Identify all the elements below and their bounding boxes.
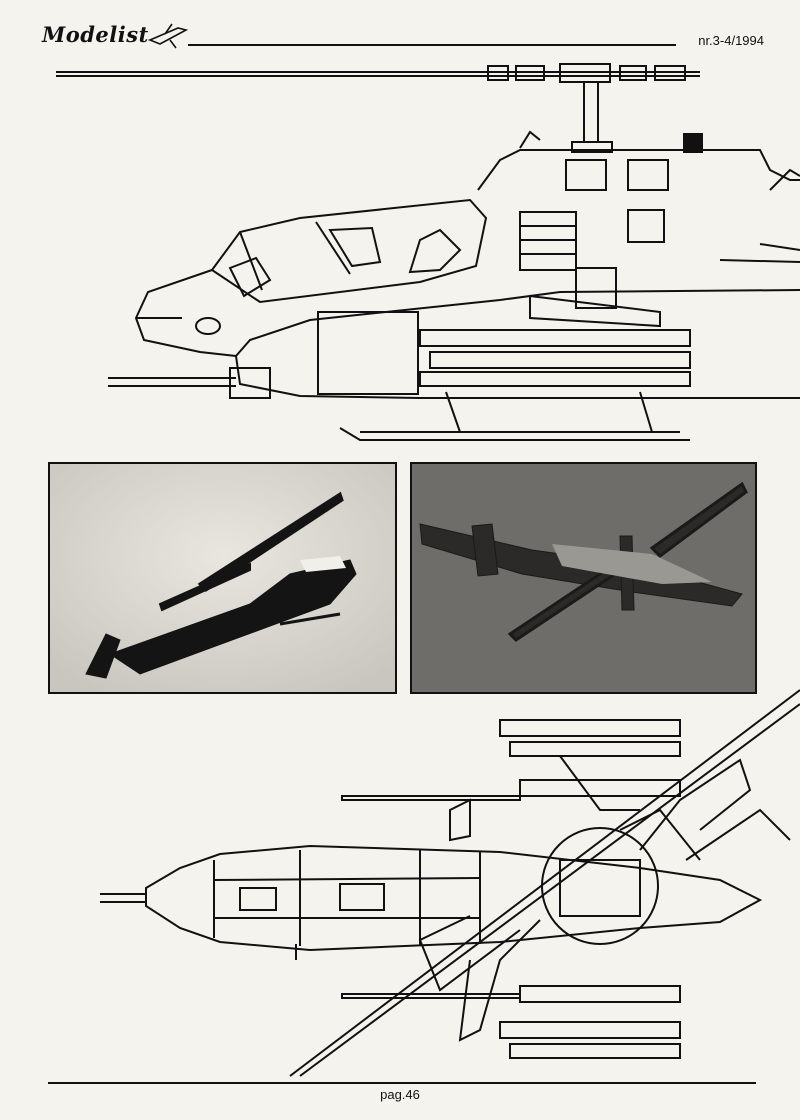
page-number: pag.46	[380, 1087, 420, 1102]
footer-rule	[48, 1082, 756, 1084]
helicopter-overhead-photo	[410, 462, 757, 694]
issue-number: nr.3-4/1994	[698, 33, 764, 48]
header-rule	[188, 44, 676, 46]
masthead-logo: Modelist	[42, 22, 149, 47]
helicopter-in-flight-photo	[48, 462, 397, 694]
helicopter-side-view-drawing	[56, 63, 800, 441]
helicopter-top-view-drawing	[100, 689, 800, 1077]
plane-logo-icon	[147, 23, 189, 49]
